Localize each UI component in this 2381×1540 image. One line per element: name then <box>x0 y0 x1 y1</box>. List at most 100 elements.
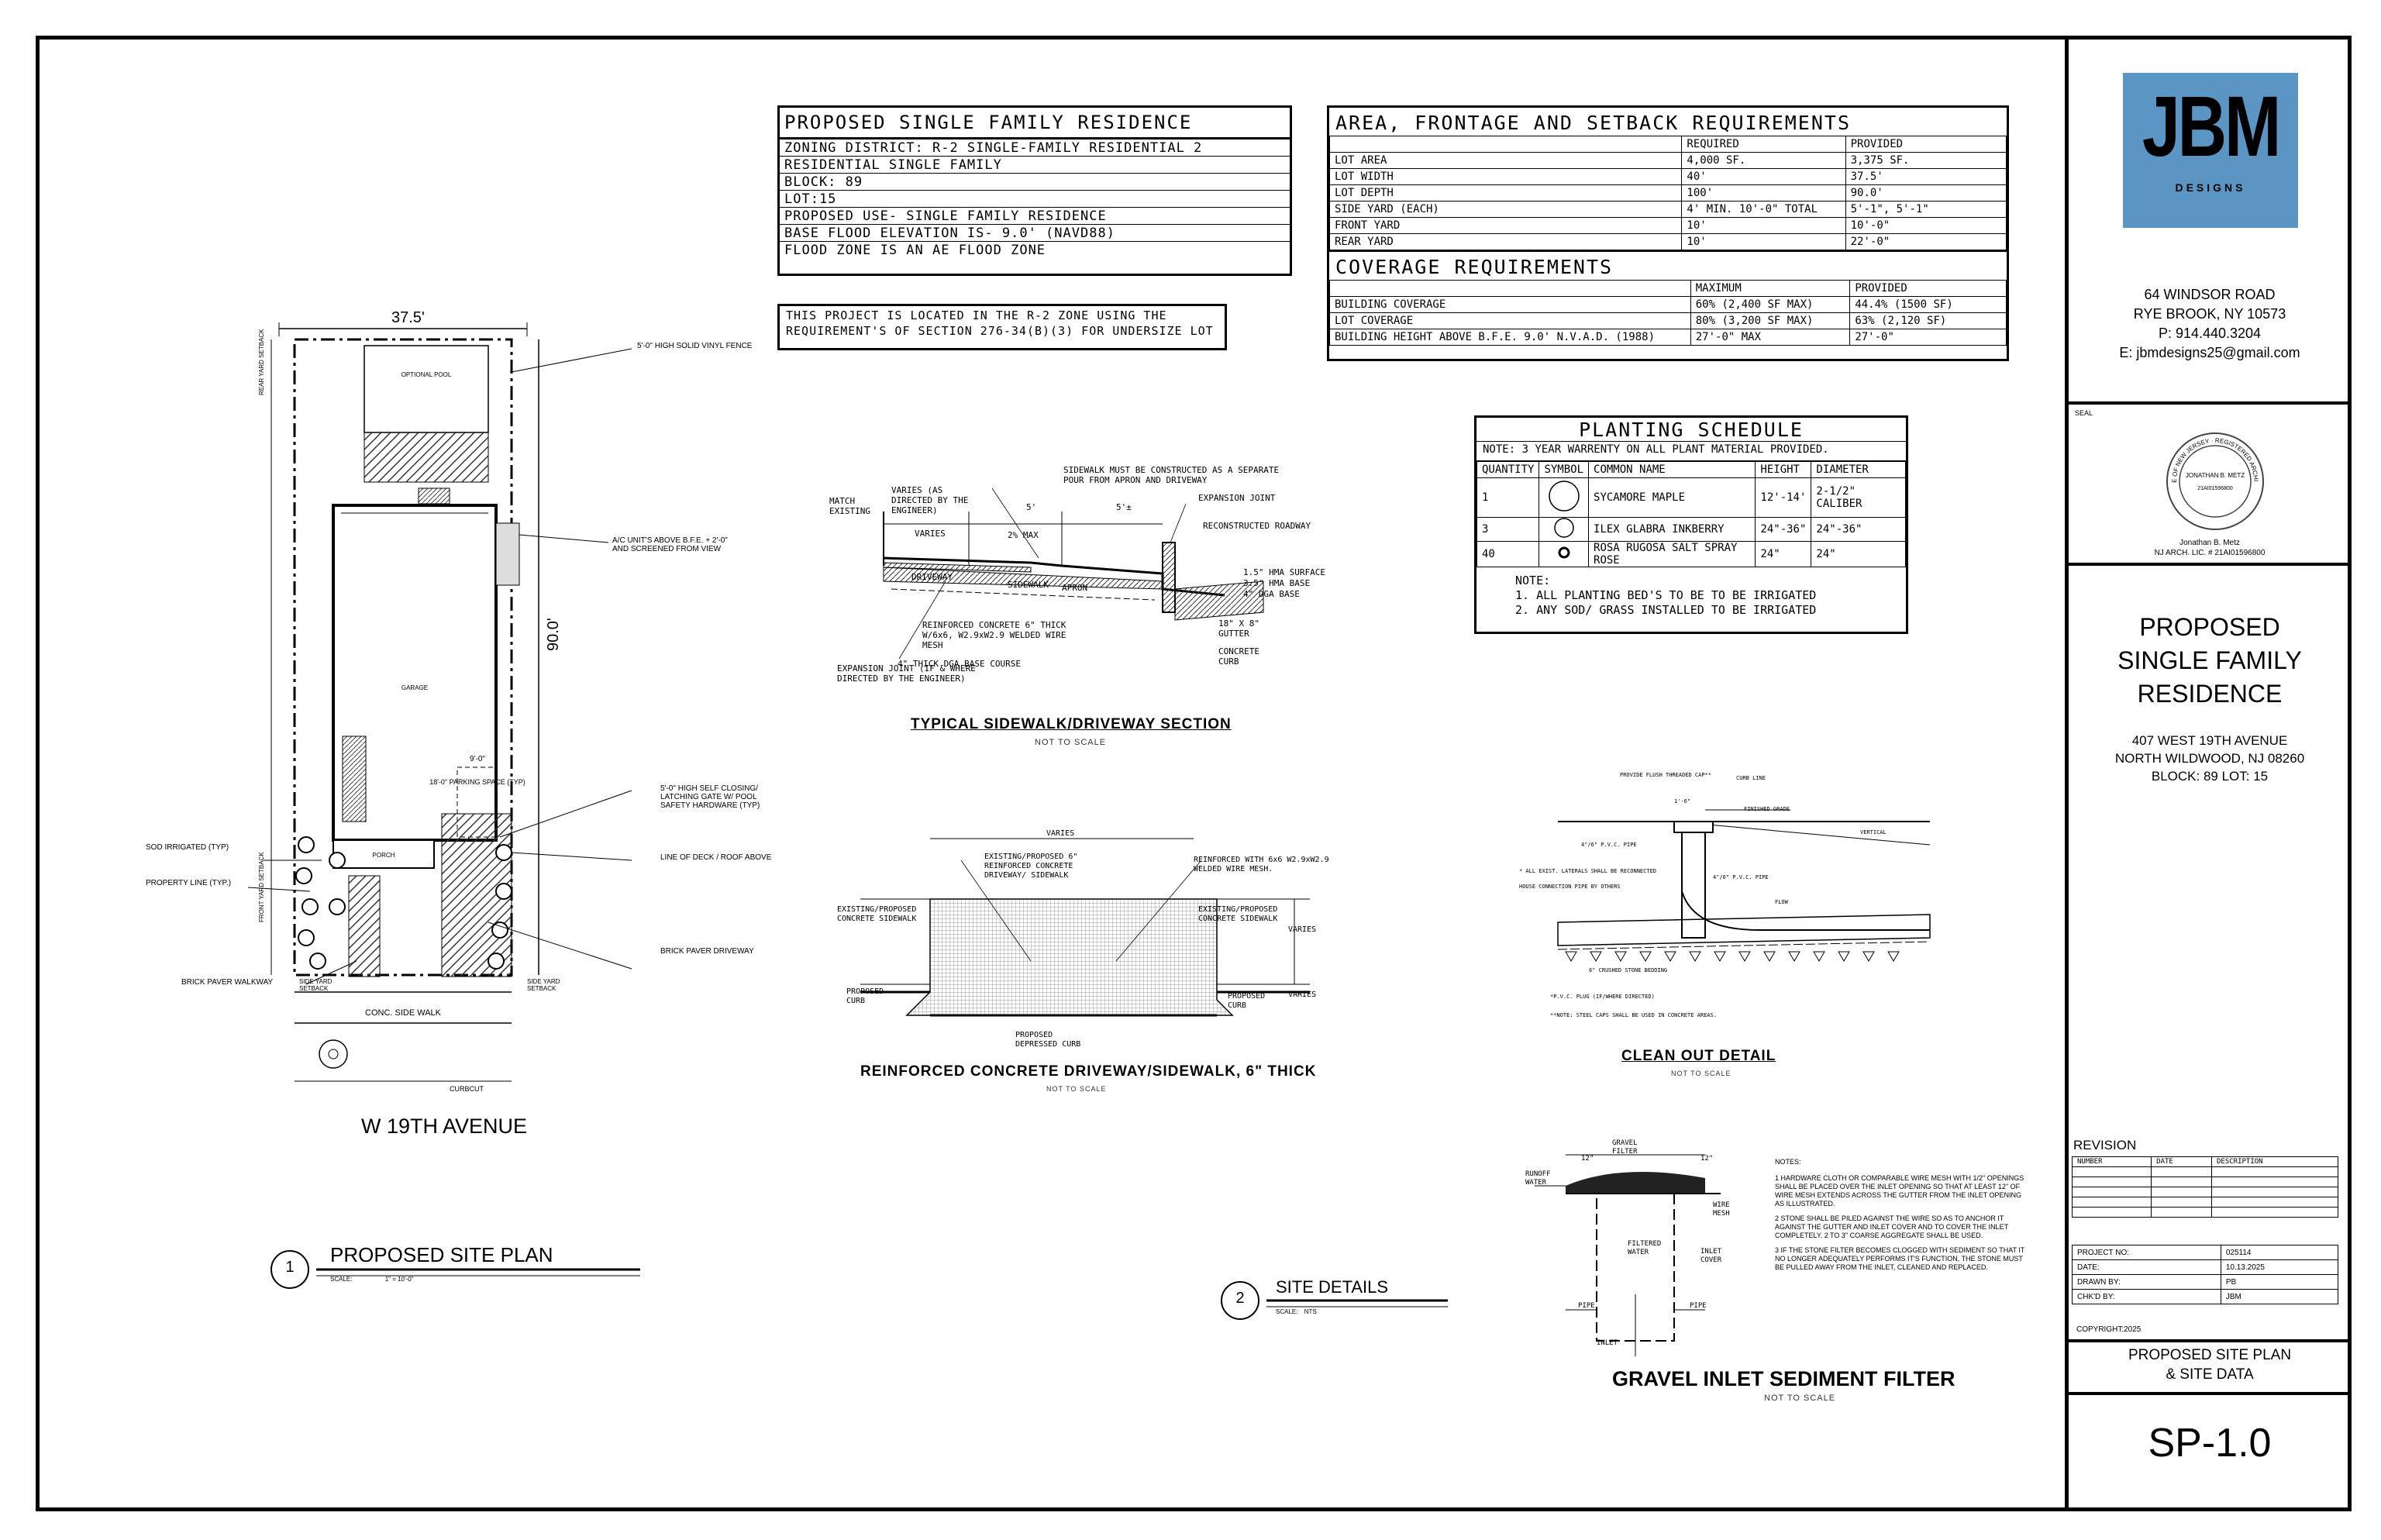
table-cell: REAR YARD <box>1328 233 1683 250</box>
logo-sub: DESIGNS <box>2175 181 2246 194</box>
site-plan-scale: 1" = 10'-0" <box>384 1276 414 1283</box>
shrub-symbol <box>309 953 326 970</box>
table-row: DRAWN BY:PB <box>2072 1274 2339 1290</box>
callout-sod: SOD IRRIGATED (TYP) <box>146 843 229 852</box>
porch-label: PORCH <box>373 852 395 859</box>
detail-label: VARIES (AS DIRECTED BY THE ENGINEER) <box>891 485 969 515</box>
table-cell: 10.13.2025 <box>2220 1259 2339 1275</box>
table-cell: 12'-14' <box>1755 477 1812 518</box>
table-cell <box>2071 1166 2152 1177</box>
table-cell: 40 <box>1476 541 1540 567</box>
garage-label: GARAGE <box>401 684 428 691</box>
table-cell: 3,375 SF. <box>1845 152 2007 169</box>
callout-paver-driveway: BRICK PAVER DRIVEWAY <box>660 947 754 956</box>
table-cell: 80% (3,200 SF MAX) <box>1690 312 1851 329</box>
table-cell: 22'-0" <box>1845 233 2007 250</box>
table-cell: 100' <box>1681 184 1846 202</box>
porch <box>333 839 435 869</box>
detail-label: 12" <box>1700 1155 1714 1163</box>
table-cell <box>2151 1207 2212 1218</box>
site-details-scale: NTS <box>1304 1308 1317 1315</box>
detail-label: * ALL EXIST. LATERALS SHALL BE RECONNECT… <box>1519 868 1657 874</box>
table-cell: 1 <box>1476 477 1540 518</box>
detail-label: WIRE MESH <box>1713 1201 1730 1218</box>
table-cell: BUILDING HEIGHT ABOVE B.F.E. 9.0' N.V.A.… <box>1329 329 1691 346</box>
gravel-notes-title: NOTES: <box>1775 1158 1801 1166</box>
shrub-symbol <box>329 852 346 869</box>
table-cell: ROSA RUGOSA SALT SPRAY ROSE <box>1588 541 1756 567</box>
table-cell <box>2211 1166 2338 1177</box>
area-requirements-table: AREA, FRONTAGE AND SETBACK REQUIREMENTS … <box>1327 105 2009 361</box>
table-row <box>2071 1166 2338 1177</box>
table-cell: PROJECT NO: <box>2072 1245 2221 1260</box>
detail-label: FILTERED WATER <box>1628 1240 1662 1256</box>
project-address-2: NORTH WILDWOOD, NJ 08260 <box>2114 751 2305 766</box>
detail-label: 4"/6" P.V.C. PIPE <box>1581 842 1637 848</box>
site-data-row: FLOOD ZONE IS AN AE FLOOD ZONE <box>784 243 1046 258</box>
site-plan-number: 1 <box>285 1259 295 1276</box>
pool-label: OPTIONAL POOL <box>401 371 452 378</box>
table-cell: ILEX GLABRA INKBERRY <box>1588 517 1756 542</box>
site-data-note-text: THIS PROJECT IS LOCATED IN THE R-2 ZONE … <box>786 308 1214 338</box>
shrub-symbol <box>329 898 346 915</box>
optional-pool <box>364 345 489 433</box>
table-cell: PB <box>2220 1274 2339 1290</box>
shrub-symbol <box>491 922 508 939</box>
table-cell: SYCAMORE MAPLE <box>1588 477 1756 518</box>
header-cell <box>1328 136 1683 153</box>
detail-label: INLET COVER <box>1700 1248 1722 1264</box>
detail-label: VARIES <box>1046 829 1075 838</box>
title-block: JBM DESIGNS 64 WINDSOR ROAD RYE BROOK, N… <box>2065 36 2351 1510</box>
coverage-title: COVERAGE REQUIREMENTS <box>1329 250 2007 280</box>
detail-label: MATCH EXISTING <box>829 496 870 516</box>
sheet-number: SP-1.0 <box>2148 1421 2272 1466</box>
driveway-plan-title: REINFORCED CONCRETE DRIVEWAY/SIDEWALK, 6… <box>860 1063 1317 1080</box>
detail-label: VARIES <box>1288 925 1317 934</box>
detail-label: PIPE <box>1578 1302 1595 1310</box>
width-label: 37.5' <box>391 309 425 326</box>
table-row: BUILDING HEIGHT ABOVE B.F.E. 9.0' N.V.A.… <box>1329 329 2007 346</box>
detail-label: 4"/6" P.V.C. PIPE <box>1713 874 1769 880</box>
table-cell: 24" <box>1755 541 1812 567</box>
sidewalk-label: CONC. SIDE WALK <box>365 1008 442 1018</box>
table-cell <box>2071 1177 2152 1187</box>
detail-label: 2% MAX <box>1008 530 1039 540</box>
project-title-1: PROPOSED <box>2139 613 2280 641</box>
logo-text: JBM <box>2142 79 2281 174</box>
seal-name-label: JONATHAN B. METZ <box>2186 472 2245 479</box>
detail-label: **NOTE: STEEL CAPS SHALL BE USED IN CONC… <box>1550 1012 1717 1018</box>
table-cell: 5'-1", 5'-1" <box>1845 201 2007 218</box>
table-cell: 27'-0" <box>1849 329 2007 346</box>
detail-label: 6" CRUSHED STONE BEDDING <box>1589 967 1668 973</box>
table-cell: DATE: <box>2072 1259 2221 1275</box>
table-cell <box>2071 1207 2152 1218</box>
parking-label: 18'-0" PARKING SPACE (TYP) <box>429 778 525 786</box>
sidewalk-section-drawing <box>883 487 1264 660</box>
revision-title: REVISION <box>2073 1138 2137 1152</box>
site-data-row: PROPOSED USE- SINGLE FAMILY RESIDENCE <box>780 208 1290 225</box>
detail-label: HOUSE CONNECTION PIPE BY OTHERS <box>1519 884 1621 890</box>
shrub-symbol <box>495 844 512 861</box>
detail-label: REINFORCED CONCRETE 6" THICK W/6x6, W2.9… <box>922 620 1066 650</box>
table-cell: LOT COVERAGE <box>1329 312 1691 329</box>
gravel-inlet-notes: NOTES: 1 HARDWARE CLOTH OR COMPARABLE WI… <box>1775 1158 2031 1272</box>
callout-property-line: PROPERTY LINE (TYP.) <box>146 879 232 887</box>
table-cell: 10' <box>1681 233 1846 250</box>
planting-note-2: 2. ANY SOD/ GRASS INSTALLED TO BE IRRIGA… <box>1515 603 1817 617</box>
table-row: DATE:10.13.2025 <box>2072 1259 2339 1275</box>
table-cell: LOT AREA <box>1328 152 1683 169</box>
drawing-border <box>36 36 2352 1511</box>
table-cell <box>2211 1197 2338 1208</box>
shrub-symbol <box>488 953 505 970</box>
detail-label: 5'± <box>1116 502 1132 512</box>
table-cell <box>2151 1177 2212 1187</box>
detail-label: FLOW <box>1775 899 1788 905</box>
site-details-title-bar <box>1221 1281 1448 1320</box>
planting-schedule: PLANTING SCHEDULE NOTE: 3 YEAR WARRENTY … <box>1474 415 1908 634</box>
gravel-inlet-nts: NOT TO SCALE <box>1764 1394 1836 1403</box>
